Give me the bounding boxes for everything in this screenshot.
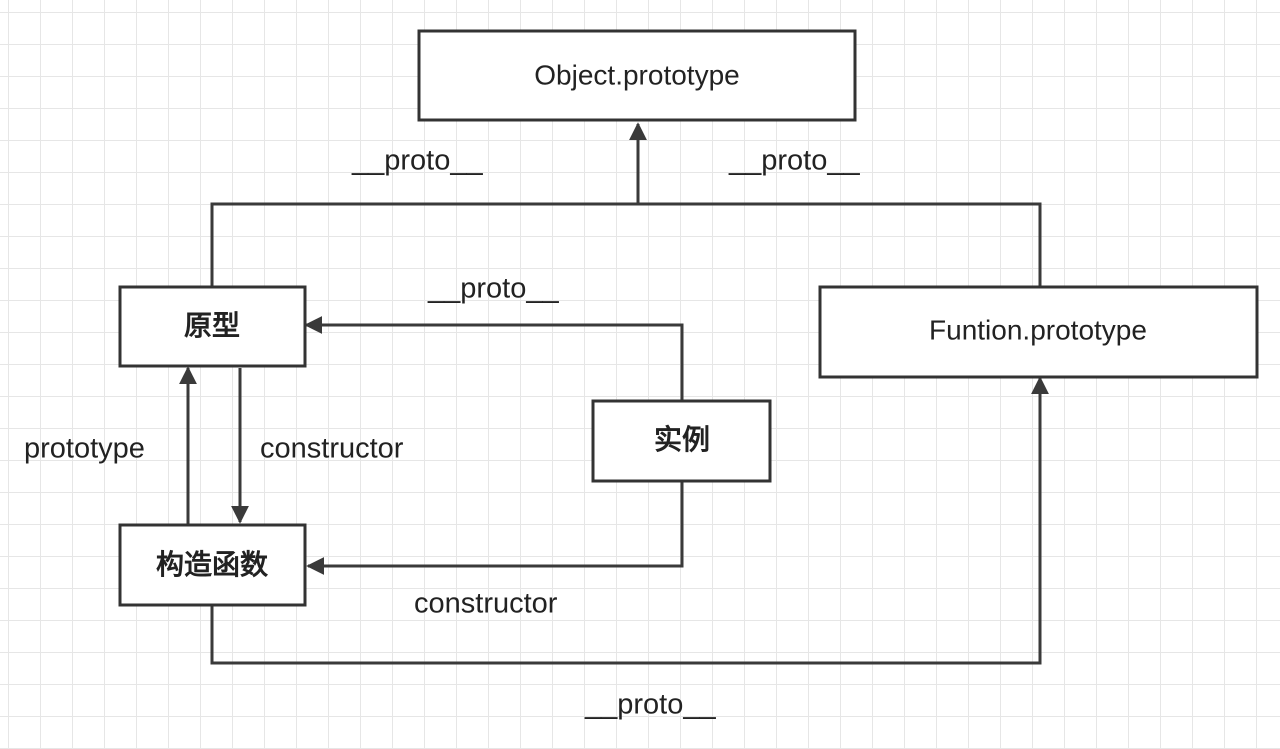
edge-prototype-to-object-line xyxy=(210,202,1042,288)
label-constructor-to-function-proto: __proto__ xyxy=(584,689,716,721)
node-prototype-label: 原型 xyxy=(184,309,240,342)
node-instance: 实例 xyxy=(591,399,772,483)
label-prototype-to-object: __proto__ xyxy=(351,145,483,177)
node-object-prototype-label: Object.prototype xyxy=(534,59,739,90)
label-prototype-to-constructor: constructor xyxy=(260,433,404,465)
edge-constructor-to-function-proto xyxy=(210,376,1049,665)
node-prototype: 原型 xyxy=(118,285,307,368)
label-instance-to-prototype: __proto__ xyxy=(427,273,559,305)
edge-instance-to-prototype xyxy=(304,316,684,400)
label-function-proto-to-object: __proto__ xyxy=(728,145,860,177)
node-object-prototype: Object.prototype xyxy=(417,29,857,122)
node-constructor: 构造函数 xyxy=(118,523,307,607)
node-function-prototype-label: Funtion.prototype xyxy=(929,314,1147,345)
edge-instance-to-constructor xyxy=(306,482,684,575)
label-instance-to-constructor: constructor xyxy=(414,588,558,620)
label-constructor-to-prototype: prototype xyxy=(24,433,145,465)
node-constructor-label: 构造函数 xyxy=(156,548,269,581)
node-instance-label: 实例 xyxy=(654,423,710,456)
node-function-prototype: Funtion.prototype xyxy=(818,285,1259,379)
